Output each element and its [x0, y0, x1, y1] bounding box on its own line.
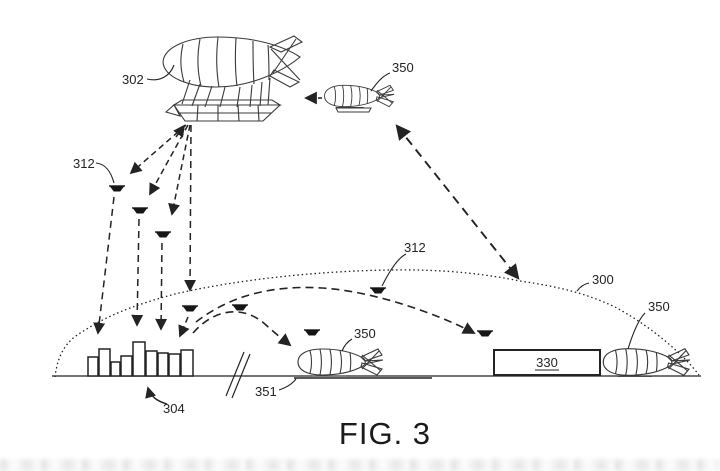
ground-station-label: 330 — [536, 355, 558, 370]
blimp-icon — [297, 348, 384, 377]
figure-caption: FIG. 3 — [339, 416, 431, 451]
blimp-icon — [324, 84, 395, 113]
drone-descent-path-2 — [131, 218, 144, 327]
leader-351 — [278, 378, 297, 391]
drone-icon — [155, 231, 171, 238]
drone-icon — [232, 304, 248, 311]
leader-350-top — [370, 72, 391, 92]
transit-arc-pad — [192, 311, 292, 347]
leader-350-pad — [341, 338, 353, 352]
gondola-basket — [164, 99, 282, 122]
drone-descent-path-4 — [178, 316, 190, 338]
drone-descent-path-3 — [155, 242, 168, 331]
drone-icon — [109, 185, 125, 192]
leader-302 — [146, 64, 175, 81]
drone-fleet — [109, 185, 493, 337]
label-shuttle-top: 350 — [392, 60, 414, 75]
label-landing-pad: 351 — [255, 384, 277, 399]
leader-312-mid — [381, 253, 407, 287]
drone-icon — [182, 305, 198, 312]
drone-deploy-path-3 — [168, 124, 191, 216]
airship-icon — [162, 35, 304, 122]
label-uav-left: 312 — [73, 156, 95, 171]
leader-350-right — [627, 312, 646, 350]
label-airship: 302 — [122, 72, 144, 87]
label-shuttle-pad: 350 — [354, 326, 376, 341]
drone-deploy-path-4 — [184, 124, 197, 292]
label-shuttle-right: 350 — [648, 299, 670, 314]
drone-icon — [304, 329, 320, 336]
drone-descent-path-1 — [93, 196, 115, 335]
drone-icon — [477, 330, 493, 337]
leader-312-left — [95, 162, 115, 184]
drone-deploy-path-1 — [129, 124, 187, 175]
drone-icon — [132, 207, 148, 214]
blimp-icon — [602, 348, 691, 377]
cropped-content-blur — [0, 459, 720, 471]
shuttle-transit-path — [395, 124, 520, 280]
tail-fin-lower — [269, 69, 301, 88]
label-coverage-area: 300 — [592, 272, 614, 287]
transit-arc-right — [195, 286, 476, 334]
suspension-cables — [181, 77, 271, 108]
label-city: 304 — [163, 401, 185, 416]
break-marks — [225, 351, 251, 399]
drone-return-path — [173, 124, 186, 138]
city-skyline — [87, 341, 194, 377]
label-uav-mid: 312 — [404, 240, 426, 255]
tail-fin-upper — [268, 35, 304, 53]
leader-300 — [576, 282, 590, 292]
leader-304-arrow — [145, 386, 168, 405]
drone-icon — [370, 287, 386, 294]
ground-station — [493, 349, 601, 376]
